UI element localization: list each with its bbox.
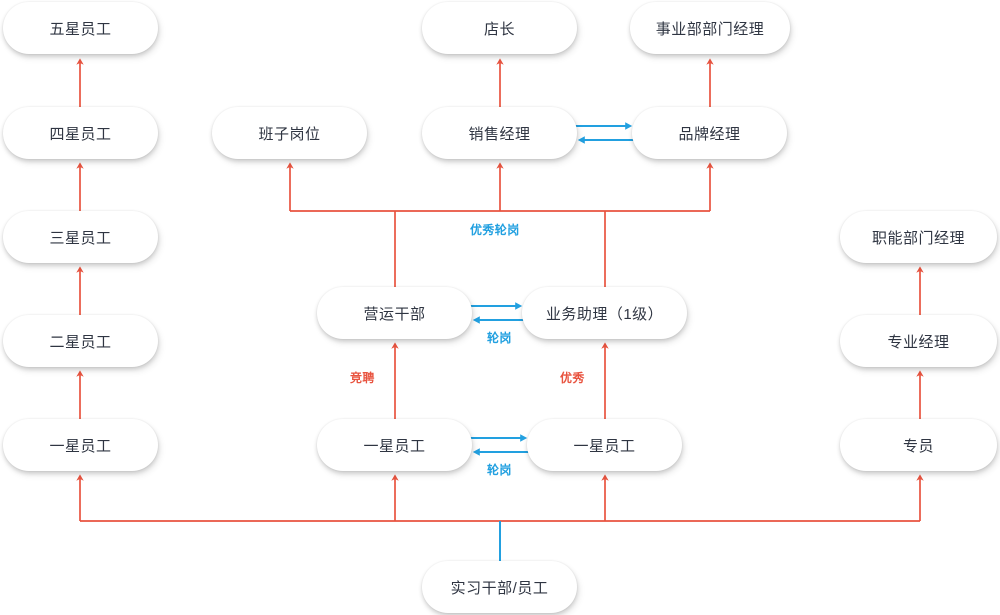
node-four-star[interactable]: 四星员工 xyxy=(3,107,158,159)
node-biz-assistant[interactable]: 业务助理（1级） xyxy=(522,287,687,339)
node-specialist[interactable]: 专员 xyxy=(840,419,997,471)
edge-label-excellent: 优秀 xyxy=(560,371,585,385)
node-two-star[interactable]: 二星员工 xyxy=(3,315,158,367)
edge-label-competition: 竞聘 xyxy=(350,371,375,385)
node-one-star-mid[interactable]: 一星员工 xyxy=(317,419,472,471)
edge-label-excellent-rotation: 优秀轮岗 xyxy=(470,223,520,237)
edge-label-rotation-mid: 轮岗 xyxy=(487,331,512,345)
node-sales-manager[interactable]: 销售经理 xyxy=(422,107,577,159)
node-one-star-right[interactable]: 一星员工 xyxy=(527,419,682,471)
node-one-star-left[interactable]: 一星员工 xyxy=(3,419,158,471)
edge-label-rotation-bottom: 轮岗 xyxy=(487,463,512,477)
node-store-manager[interactable]: 店长 xyxy=(422,2,577,54)
node-division-manager[interactable]: 事业部部门经理 xyxy=(630,2,790,54)
node-intern[interactable]: 实习干部/员工 xyxy=(422,561,577,613)
node-brand-manager[interactable]: 品牌经理 xyxy=(632,107,787,159)
node-three-star[interactable]: 三星员工 xyxy=(3,211,158,263)
node-five-star[interactable]: 五星员工 xyxy=(3,2,158,54)
node-pro-manager[interactable]: 专业经理 xyxy=(840,315,997,367)
node-func-manager[interactable]: 职能部门经理 xyxy=(840,211,997,263)
node-team-post[interactable]: 班子岗位 xyxy=(212,107,367,159)
node-ops-cadre[interactable]: 营运干部 xyxy=(317,287,472,339)
